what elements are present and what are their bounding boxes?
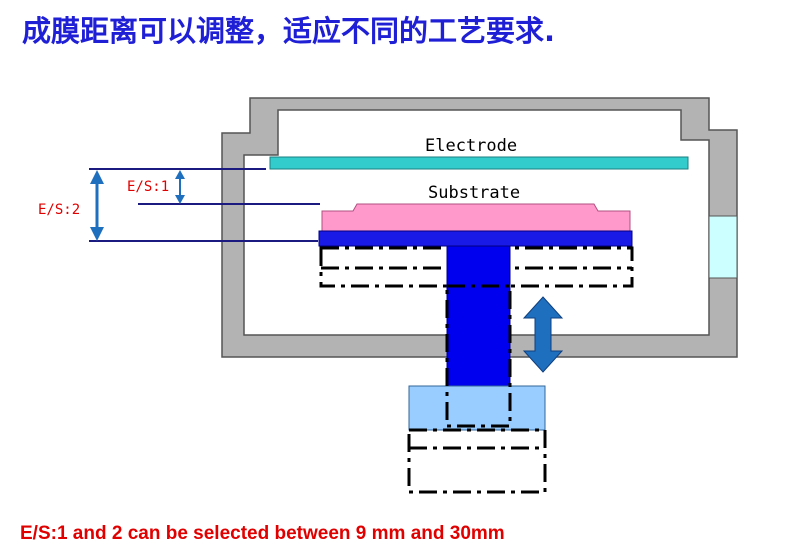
stage-plate [318,230,633,247]
es1-arrow-top-icon [175,170,185,179]
electrode-plate [269,156,689,170]
footer-note: E/S:1 and 2 can be selected between 9 mm… [20,523,505,544]
chamber-wall [221,97,738,358]
es1-arrow-bottom-icon [175,195,185,204]
shaft [446,245,511,387]
side-window [708,215,738,279]
es2-label: E/S:2 [38,202,80,218]
substrate-label: Substrate [428,183,520,203]
es2-arrow-bottom-icon [90,227,104,241]
substrate [321,203,631,232]
up-down-arrow-icon [522,296,564,373]
es2-arrow-top-icon [90,170,104,184]
base-block [408,385,546,431]
page-title: 成膜距离可以调整，适应不同的工艺要求. [22,14,556,48]
electrode-label: Electrode [425,136,517,156]
base-lowered-outline [407,428,547,494]
es1-label: E/S:1 [127,179,169,195]
